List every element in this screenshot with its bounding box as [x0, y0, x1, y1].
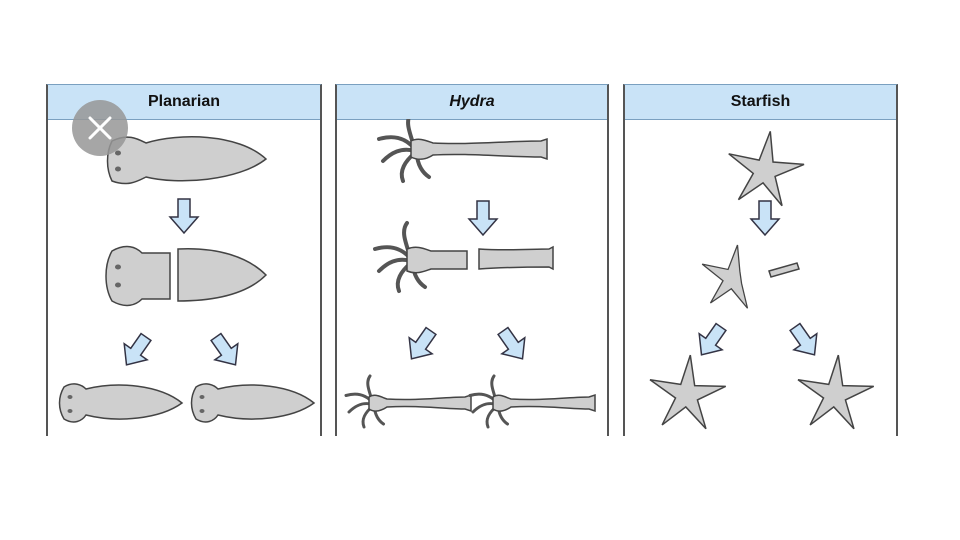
arrow-down-right-icon	[492, 323, 534, 367]
arrow-down-left-icon	[115, 329, 157, 373]
starfish-severed-arm	[769, 263, 799, 277]
panel-starfish: Starfish	[623, 84, 898, 436]
starfish-diagram	[625, 119, 898, 436]
hydra-offspring-right	[470, 376, 595, 427]
planarian-diagram	[48, 119, 322, 436]
arrow-down-right-icon	[205, 329, 247, 373]
planarian-offspring-left	[60, 384, 183, 422]
hydra-offspring-left	[346, 376, 471, 427]
arrow-down-icon	[170, 199, 198, 233]
starfish-cut-body	[697, 241, 756, 309]
hydra-cut	[375, 223, 553, 291]
arrow-down-right-icon	[784, 319, 826, 363]
arrow-down-left-icon	[690, 319, 732, 363]
starfish-offspring-right	[794, 352, 876, 430]
planarian-whole	[108, 137, 267, 184]
panel-hydra: Hydra	[335, 84, 609, 436]
planarian-cut	[106, 247, 266, 306]
close-icon	[86, 114, 114, 142]
starfish-offspring-left	[646, 352, 728, 430]
arrow-down-icon	[751, 201, 779, 235]
hydra-whole	[379, 119, 547, 181]
arrow-down-icon	[469, 201, 497, 235]
hydra-diagram	[337, 119, 609, 436]
starfish-whole	[723, 126, 808, 208]
panel-title-starfish: Starfish	[625, 85, 896, 120]
close-button[interactable]	[72, 100, 128, 156]
panel-title-hydra: Hydra	[337, 85, 607, 120]
planarian-offspring-right	[192, 384, 315, 422]
arrow-down-left-icon	[400, 323, 442, 367]
